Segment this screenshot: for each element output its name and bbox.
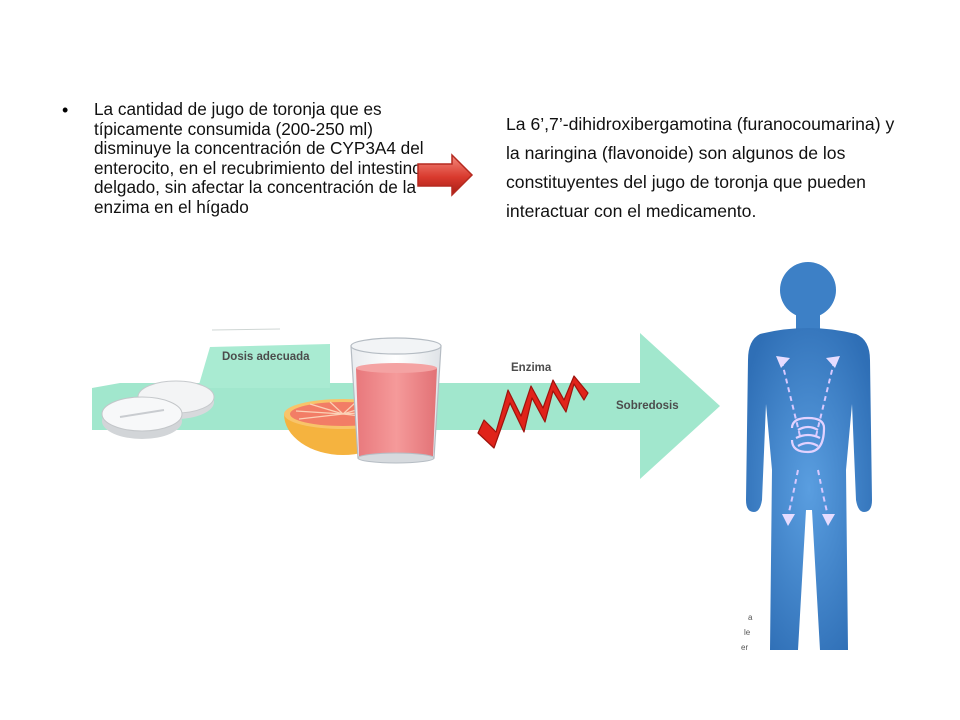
cropped-fragment: a [748, 613, 753, 622]
red-arrow-icon [417, 153, 474, 197]
cropped-fragment: er [741, 643, 748, 652]
bullet-marker: • [62, 100, 69, 120]
juice-glass-icon [350, 337, 442, 464]
cropped-fragment: le [744, 628, 751, 637]
dose-label: Dosis adecuada [222, 351, 310, 363]
overdose-label: Sobredosis [616, 400, 679, 412]
green-band-top [198, 344, 330, 388]
enzyme-label: Enzima [511, 362, 552, 374]
bullet-text: La cantidad de jugo de toronja que es tí… [94, 99, 424, 217]
pills-icon [101, 380, 215, 439]
human-body-icon [746, 262, 872, 650]
constituents-text: La 6’,7’-dihidroxibergamotina (furanocou… [506, 114, 895, 221]
enzyme-shape-icon [477, 375, 589, 449]
